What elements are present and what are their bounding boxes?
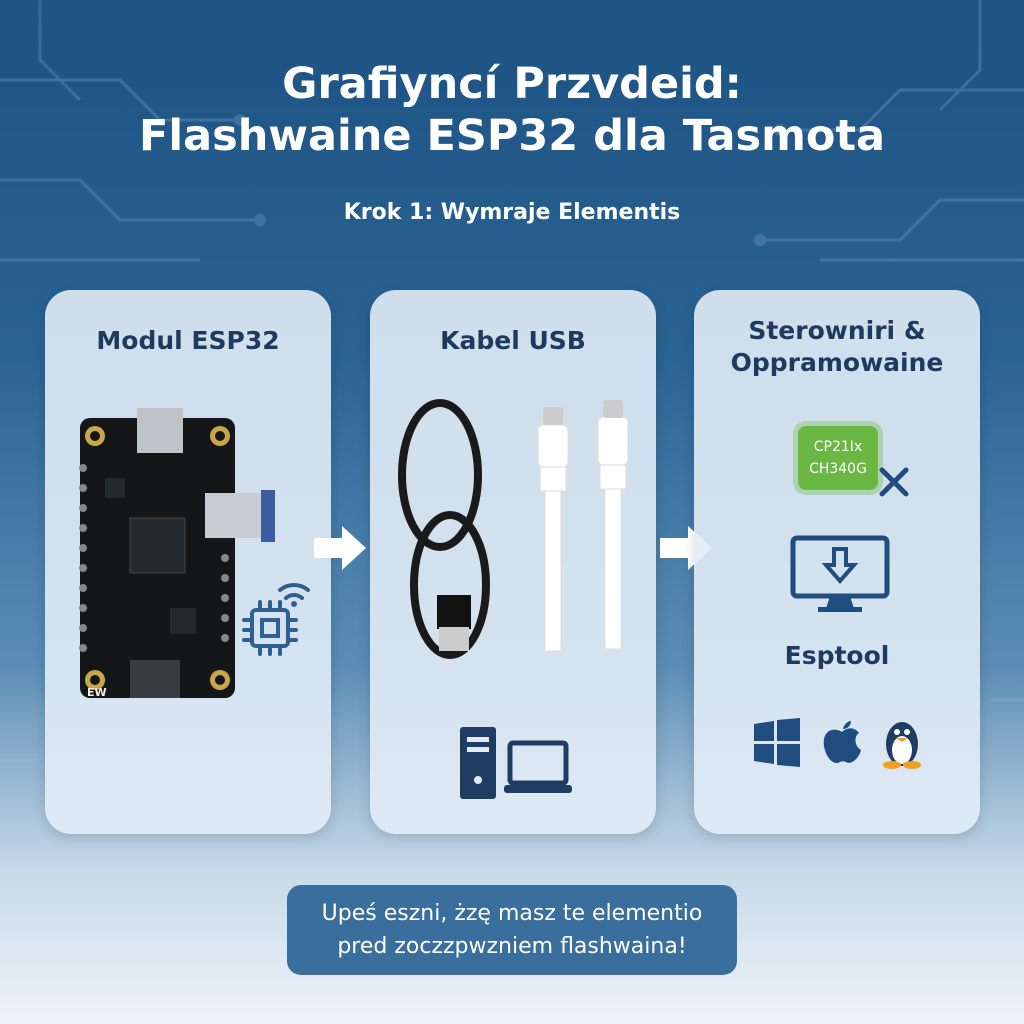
card-esp32-module: Modul ESP32 EW [45,290,331,834]
monitor-download-icon [790,535,890,612]
computer-laptop-icon [460,727,572,799]
chip-label-2: CH340G [809,461,867,477]
card-usb-cable: Kabel USB [370,290,656,834]
linux-tux-icon [883,722,921,769]
page-title: Grafiyncí Przvdeid: Flashwaine ESP32 dla… [0,58,1024,162]
card-title: Kabel USB [440,326,586,355]
arrow-right-icon [314,526,366,570]
reminder-banner: Upeś eszni, żzę masz te elementio pred z… [287,885,737,975]
card-title: Sterowniri & Oppramowaine [694,315,980,379]
esp32-board-image [79,408,275,698]
wifi-chip-icon [242,582,310,656]
chip-label-1: CP21Ix [813,439,863,455]
reminder-line-1: Upeś eszni, żzę masz te elementio [321,901,703,926]
title-line-1: Grafiyncí Przvdeid: [282,59,742,109]
card-drivers-software: Sterowniri & Oppramowaine CP21Ix CH340G … [694,290,980,834]
windows-icon [754,718,800,767]
title-line-2: Oppramowaine [730,348,944,377]
title-line-1: Sterowniri & [748,316,926,345]
esptool-label: Esptool [784,641,890,670]
apple-icon [823,721,861,764]
usb-cable-image [398,399,629,659]
step-subtitle: Krok 1: Wymraje Elementis [343,200,681,225]
tools-icon [879,467,909,497]
usb-driver-chip-icon: CP21Ix CH340G [798,426,878,490]
reminder-line-2: pred zoczzpwzniem flashwaina! [337,934,687,959]
board-label: EW [87,686,107,699]
card-title: Modul ESP32 [96,326,280,355]
title-line-2: Flashwaine ESP32 dla Tasmota [138,111,886,161]
